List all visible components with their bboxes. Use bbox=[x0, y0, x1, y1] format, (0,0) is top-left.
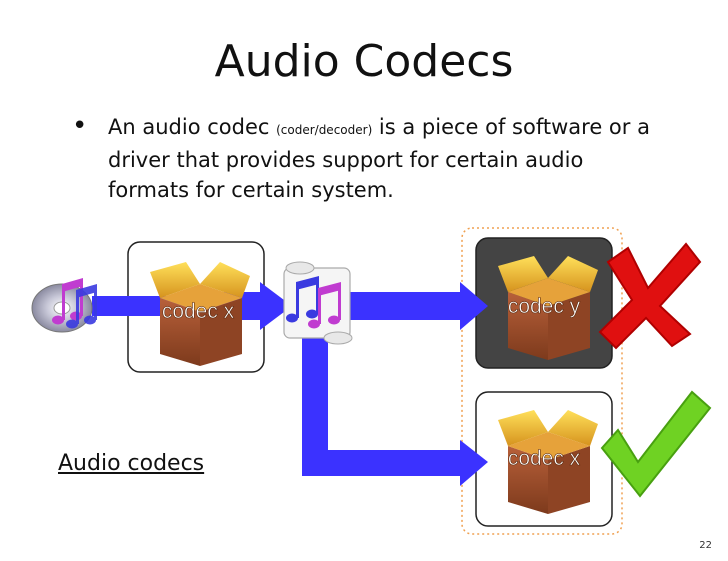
codec-x-label: codec x bbox=[162, 300, 235, 323]
slide-title: Audio Codecs bbox=[214, 36, 514, 87]
bullet-dot: • bbox=[72, 111, 88, 141]
box-icon bbox=[498, 410, 598, 514]
bullet-text-part1: An audio codec bbox=[108, 115, 277, 139]
cd-music-icon bbox=[31, 278, 97, 333]
codec-y-label: codec y bbox=[508, 295, 581, 318]
codec-x2-label: codec x bbox=[508, 447, 581, 470]
page-number: 22 bbox=[699, 540, 712, 551]
codec-group-outline bbox=[461, 227, 623, 535]
bullet-text-paren: (coder/decoder) bbox=[276, 123, 373, 137]
bullet-text-part2: is a piece of software or a driver that … bbox=[108, 115, 650, 202]
arrow-to-codec-y bbox=[340, 282, 488, 330]
audio-codecs-label: Audio codecs bbox=[58, 451, 205, 476]
bullet-text: An audio codec (coder/decoder) is a piec… bbox=[108, 112, 668, 205]
box-icon bbox=[498, 256, 598, 360]
box-icon bbox=[150, 262, 250, 366]
red-x-icon bbox=[598, 242, 702, 350]
green-check-icon bbox=[600, 390, 712, 498]
arrow-to-codec-x2 bbox=[302, 440, 488, 486]
scroll-music-icon bbox=[283, 261, 353, 345]
